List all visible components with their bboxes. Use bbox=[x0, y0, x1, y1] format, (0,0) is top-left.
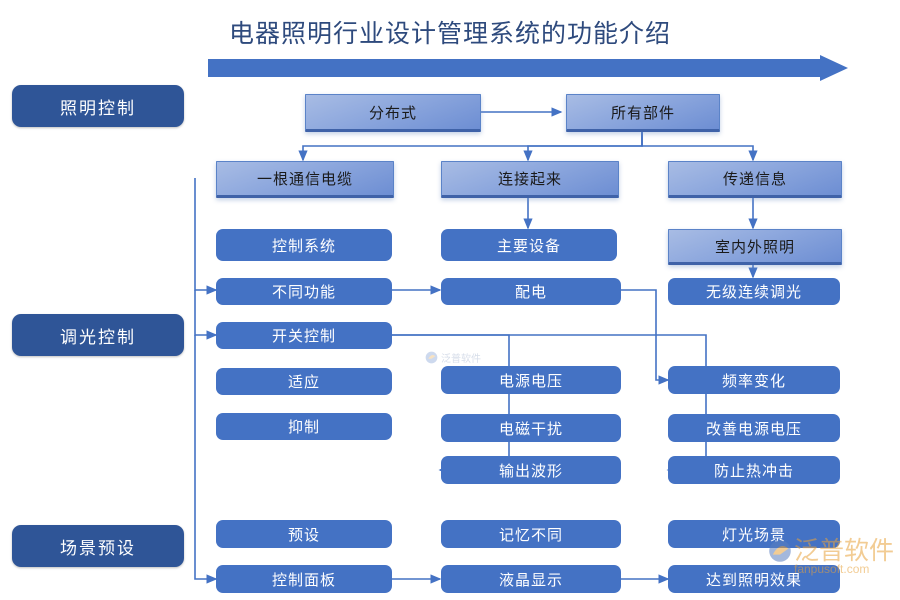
process-flow-arrow-icon bbox=[208, 55, 848, 81]
node-different-function[interactable]: 不同功能 bbox=[216, 278, 392, 305]
node-label: 改善电源电压 bbox=[705, 419, 802, 438]
node-light-scene[interactable]: 灯光场景 bbox=[668, 520, 840, 548]
node-indoor-outdoor-lighting[interactable]: 室内外照明 bbox=[668, 229, 842, 265]
node-label: 主要设备 bbox=[496, 236, 561, 255]
node-distributed[interactable]: 分布式 bbox=[305, 94, 481, 132]
node-transmit-info[interactable]: 传递信息 bbox=[668, 161, 842, 198]
node-label: 所有部件 bbox=[610, 103, 675, 122]
page-title: 电器照明行业设计管理系统的功能介绍 bbox=[228, 19, 671, 48]
sidebar-item-label: 场景预设 bbox=[60, 538, 136, 559]
node-label: 电磁干扰 bbox=[498, 419, 563, 438]
node-output-waveform[interactable]: 输出波形 bbox=[441, 456, 621, 484]
node-power-distribution[interactable]: 配电 bbox=[441, 278, 621, 305]
node-electromagnetic-interference[interactable]: 电磁干扰 bbox=[441, 414, 621, 442]
node-label: 防止热冲击 bbox=[713, 461, 794, 480]
node-label: 记忆不同 bbox=[498, 525, 563, 544]
node-label: 频率变化 bbox=[721, 371, 786, 390]
node-label: 液晶显示 bbox=[498, 570, 563, 589]
node-label: 达到照明效果 bbox=[705, 570, 802, 589]
node-label: 控制系统 bbox=[271, 236, 336, 255]
sidebar-item-label: 调光控制 bbox=[60, 327, 136, 348]
node-label: 连接起来 bbox=[497, 170, 562, 188]
node-improve-supply-voltage[interactable]: 改善电源电压 bbox=[668, 414, 840, 442]
node-prevent-thermal-shock[interactable]: 防止热冲击 bbox=[668, 456, 840, 484]
node-label: 室内外照明 bbox=[714, 237, 795, 256]
node-supply-voltage[interactable]: 电源电压 bbox=[441, 366, 621, 394]
node-all-components[interactable]: 所有部件 bbox=[566, 94, 720, 132]
sidebar-item-dimming-control[interactable]: 调光控制 bbox=[12, 314, 184, 356]
node-label: 分布式 bbox=[368, 103, 417, 122]
watermark-logo-icon bbox=[425, 351, 438, 364]
node-control-system[interactable]: 控制系统 bbox=[216, 229, 392, 261]
sidebar-item-label: 照明控制 bbox=[60, 98, 136, 119]
node-control-panel[interactable]: 控制面板 bbox=[216, 565, 392, 593]
node-frequency-change[interactable]: 频率变化 bbox=[668, 366, 840, 394]
node-label: 输出波形 bbox=[498, 461, 563, 480]
node-label: 一根通信电缆 bbox=[256, 170, 353, 188]
node-one-cable[interactable]: 一根通信电缆 bbox=[216, 161, 394, 198]
node-label: 配电 bbox=[514, 283, 547, 301]
node-adapt[interactable]: 适应 bbox=[216, 368, 392, 395]
node-label: 无级连续调光 bbox=[705, 283, 802, 301]
node-label: 开关控制 bbox=[271, 327, 336, 345]
watermark-text: 泛普软件 bbox=[441, 354, 481, 365]
node-label: 传递信息 bbox=[722, 170, 787, 188]
node-label: 控制面板 bbox=[271, 570, 336, 589]
node-connect-together[interactable]: 连接起来 bbox=[441, 161, 619, 198]
node-label: 不同功能 bbox=[271, 283, 336, 301]
node-achieve-lighting-effect[interactable]: 达到照明效果 bbox=[668, 565, 840, 593]
sidebar-item-scene-preset[interactable]: 场景预设 bbox=[12, 525, 184, 567]
node-label: 灯光场景 bbox=[721, 525, 786, 544]
node-memory-different[interactable]: 记忆不同 bbox=[441, 520, 621, 548]
node-label: 抑制 bbox=[287, 418, 320, 436]
center-watermark: 泛普软件 bbox=[425, 350, 481, 365]
node-preset[interactable]: 预设 bbox=[216, 520, 392, 548]
node-suppress[interactable]: 抑制 bbox=[216, 413, 392, 440]
node-lcd-display[interactable]: 液晶显示 bbox=[441, 565, 621, 593]
node-label: 电源电压 bbox=[498, 371, 563, 390]
node-switch-control[interactable]: 开关控制 bbox=[216, 322, 392, 349]
node-label: 预设 bbox=[287, 525, 320, 544]
node-main-equipment[interactable]: 主要设备 bbox=[441, 229, 617, 261]
node-label: 适应 bbox=[287, 373, 320, 391]
sidebar-item-lighting-control[interactable]: 照明控制 bbox=[12, 85, 184, 127]
node-stepless-dimming[interactable]: 无级连续调光 bbox=[668, 278, 840, 305]
